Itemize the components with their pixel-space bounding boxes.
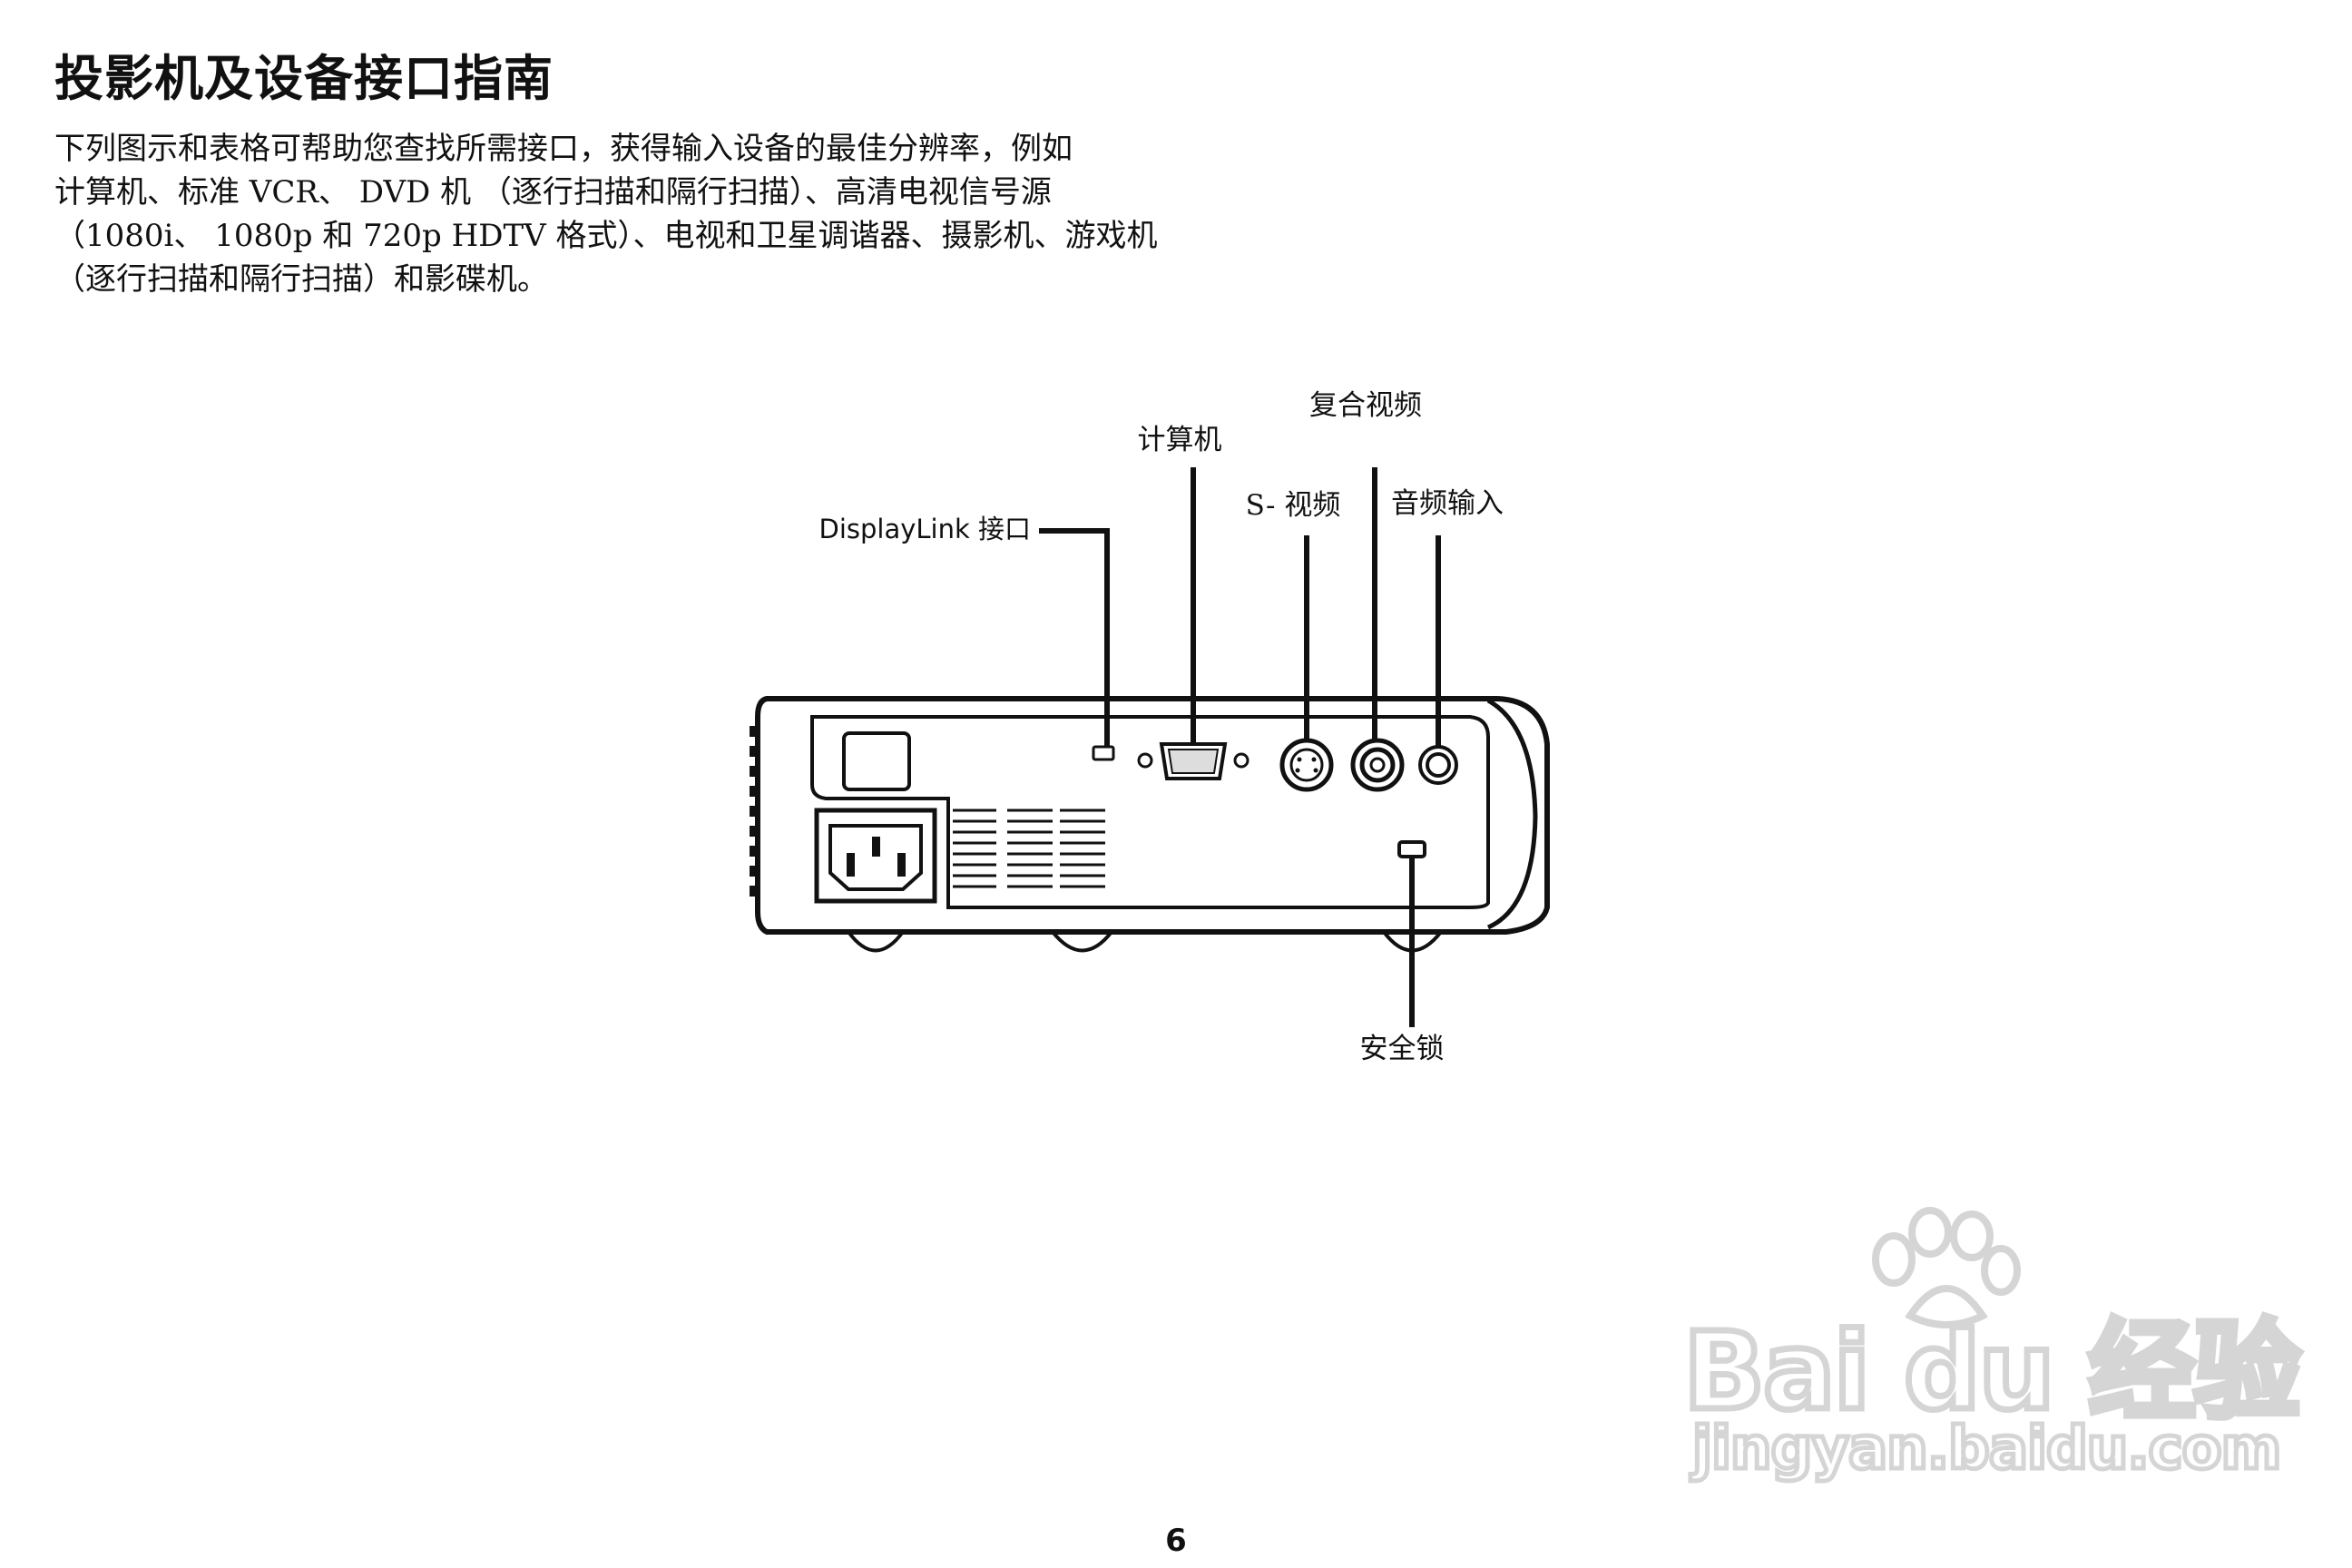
page-title: 投影机及设备接口指南 <box>54 50 554 107</box>
s-video-port <box>1279 738 1334 792</box>
intro-paragraph: 下列图示和表格可帮助您查找所需接口，获得输入设备的最佳分辨率，例如 计算机、标准… <box>54 127 1225 301</box>
vga-port <box>1137 742 1250 780</box>
intro-line: 计算机、标准 VCR、 DVD 机 （逐行扫描和隔行扫描）、高清电视信号源 <box>54 174 1052 211</box>
label-security-lock: 安全锁 <box>1360 1033 1445 1065</box>
callout-leaders <box>1039 467 1441 1027</box>
label-computer: 计算机 <box>1138 424 1222 456</box>
intro-line: 下列图示和表格可帮助您查找所需接口，获得输入设备的最佳分辨率，例如 <box>54 131 1073 167</box>
page-number: 6 <box>1165 1523 1187 1559</box>
audio-in-port <box>1418 745 1458 785</box>
power-inlet <box>814 808 937 904</box>
ir-receiver <box>842 731 911 791</box>
label-composite-video: 复合视频 <box>1309 389 1422 422</box>
security-lock-slot <box>1397 840 1426 858</box>
left-ridges <box>750 726 760 897</box>
label-audio-in: 音频输入 <box>1391 487 1504 520</box>
intro-line: （逐行扫描和隔行扫描）和影碟机。 <box>54 261 548 298</box>
intro-line: （1080i、 1080p 和 720p HDTV 格式）、电视和卫星调谐器、摄… <box>54 218 1158 254</box>
composite-video-port <box>1350 738 1405 792</box>
displaylink-port <box>1092 745 1115 761</box>
label-s-video: S- 视频 <box>1246 489 1341 522</box>
ventilation-grille <box>953 808 1105 888</box>
label-displaylink: DisplayLink 接口 <box>818 514 1031 544</box>
